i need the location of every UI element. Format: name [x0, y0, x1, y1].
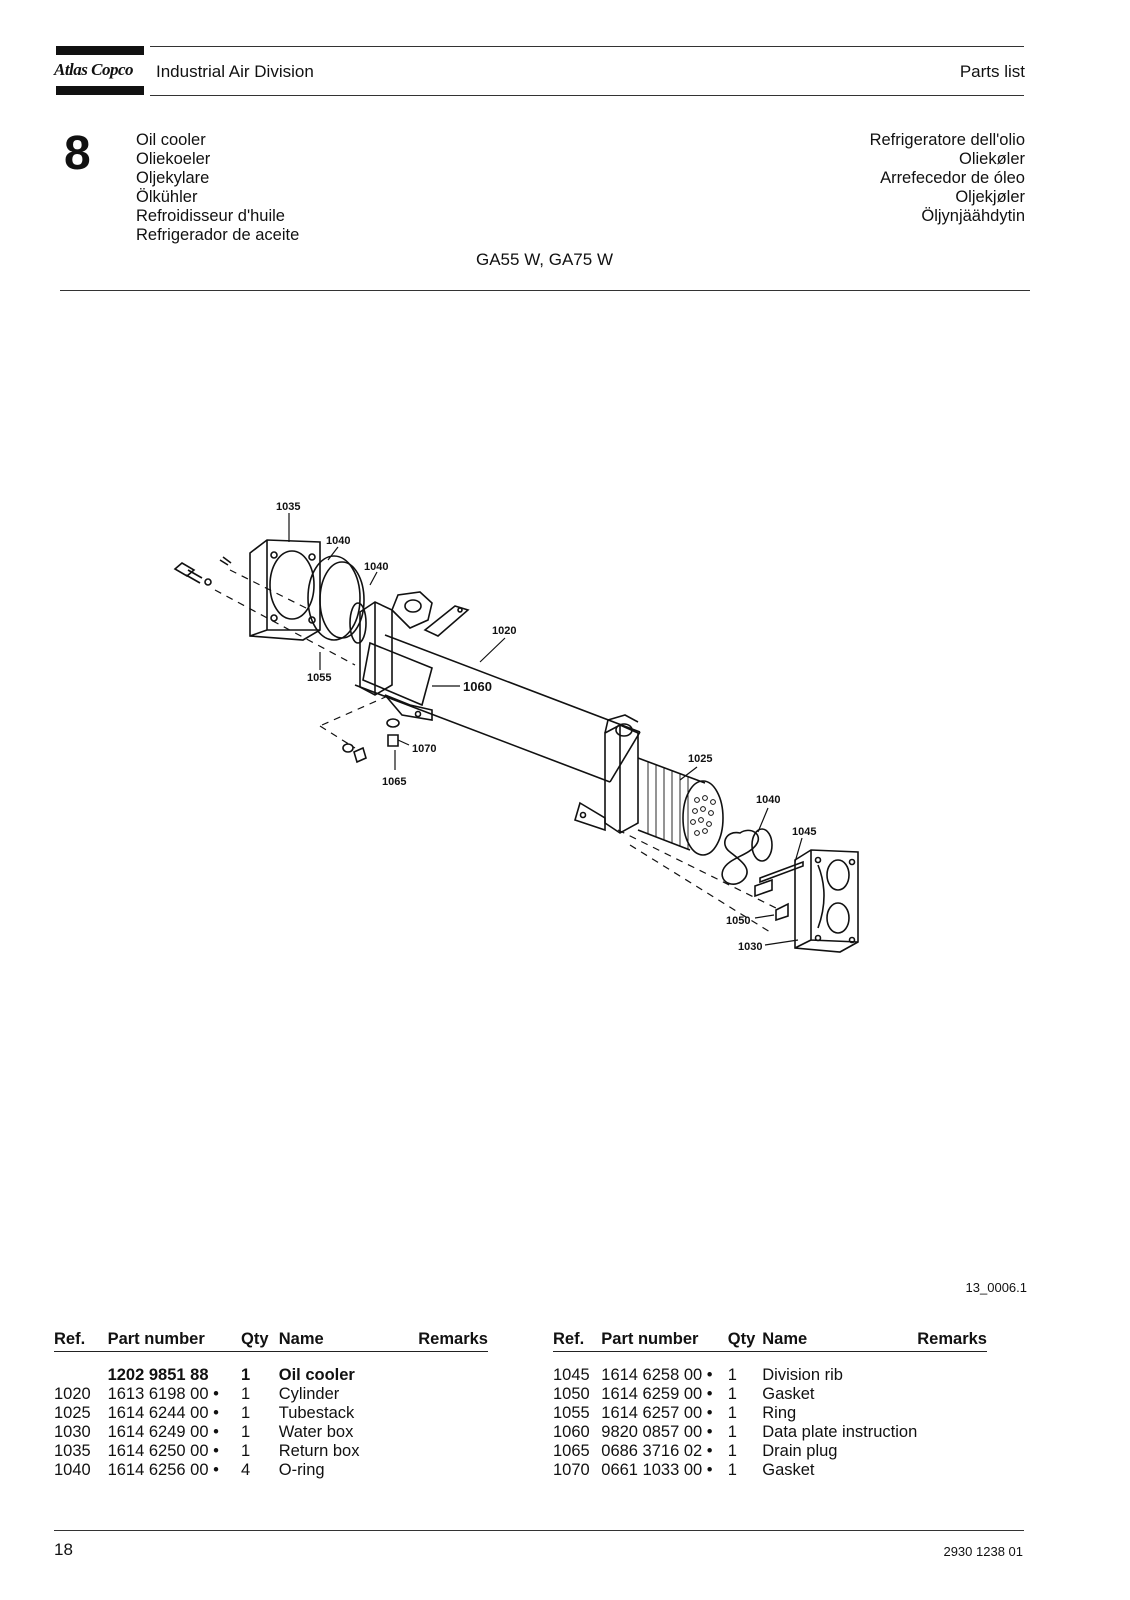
col-ref: Ref.: [54, 1330, 108, 1352]
callout-1040-b: 1040: [364, 561, 388, 573]
ring-part: [349, 602, 367, 644]
cylinder-mount-foot-bottom: [384, 694, 433, 721]
callout-1040-c: 1040: [756, 794, 780, 806]
cylinder-left-flange: [359, 601, 393, 696]
col-name: Name: [762, 1330, 918, 1352]
drain-plug-part: [342, 718, 400, 764]
o-ring-left-1: [307, 555, 361, 641]
title-sv: Oljekylare: [136, 169, 210, 187]
col-remarks: Remarks: [917, 1330, 987, 1352]
title-es: Refrigerador de aceite: [136, 226, 300, 244]
callout-1030: 1030: [738, 941, 762, 953]
col-ref: Ref.: [553, 1330, 602, 1352]
col-qty: Qty: [727, 1330, 763, 1352]
chapter-rule: [60, 290, 1030, 291]
callout-1060: 1060: [463, 679, 492, 694]
brand-logo: Atlas Copco: [54, 60, 134, 79]
cylinder-right-flange: [604, 714, 639, 834]
table-header-row: Ref. Part number Qty Name Remarks: [553, 1330, 987, 1352]
callout-1025: 1025: [688, 753, 712, 765]
chapter-titles-left: Oil cooler Oliekoeler Oljekylare Ölkühle…: [136, 131, 299, 245]
tubestack-part: [637, 757, 724, 856]
bolt-part: [173, 556, 232, 586]
callout-1035: 1035: [276, 501, 300, 513]
logo-bar-top: [56, 46, 144, 55]
title-nl: Oliekoeler: [136, 150, 211, 168]
col-part-number: Part number: [601, 1330, 728, 1352]
title-pt: Arrefecedor de óleo: [880, 169, 1025, 187]
logo-bar-bottom: [56, 86, 144, 95]
col-part-number: Part number: [107, 1330, 241, 1352]
chapter-titles-right: Refrigeratore dell'olio Oliekøler Arrefe…: [870, 131, 1025, 226]
callout-1050: 1050: [726, 915, 750, 927]
division-rib-part: [754, 860, 804, 898]
callout-1070: 1070: [412, 743, 436, 755]
cylinder-mount-foot-right: [574, 801, 606, 832]
o-ring-right: [721, 829, 760, 885]
callout-1020: 1020: [492, 625, 516, 637]
callout-1040-a: 1040: [326, 535, 350, 547]
data-plate: [362, 641, 433, 707]
title-fi: Öljynjäähdytin: [921, 207, 1025, 225]
footer-rule: [54, 1530, 1024, 1531]
exploded-view-drawing: 1035 1040 1040 1020 1055 1060 1070 1065 …: [173, 501, 859, 953]
table-header-row: Ref. Part number Qty Name Remarks: [54, 1330, 488, 1352]
title-no: Oljekjøler: [955, 188, 1025, 206]
title-de: Ölkühler: [136, 188, 198, 206]
doc-type: Parts list: [959, 62, 1025, 81]
cylinder-top-boss-left: [391, 591, 433, 629]
callout-1045: 1045: [792, 826, 816, 838]
header-rule-top: [150, 46, 1024, 47]
cylinder-mount-foot-top: [423, 605, 470, 637]
title-da: Oliekøler: [958, 150, 1025, 168]
col-remarks: Remarks: [418, 1330, 488, 1352]
title-it: Refrigeratore dell'olio: [869, 131, 1025, 149]
division-name: Industrial Air Division: [156, 62, 314, 81]
page-number: 18: [54, 1540, 73, 1559]
water-box-part: [775, 849, 859, 953]
callout-1065: 1065: [382, 776, 406, 788]
o-ring-left-2: [319, 561, 365, 639]
title-fr: Refroidisseur d'huile: [136, 207, 285, 225]
chapter-number: 8: [64, 127, 91, 180]
cylinder-part: [354, 634, 641, 783]
col-name: Name: [278, 1330, 419, 1352]
table-row-assembly: 1202 9851 88 1 Oil cooler: [107, 1366, 355, 1384]
figure-id: 13_0006.1: [965, 1280, 1027, 1295]
document-number: 2930 1238 01: [943, 1544, 1023, 1559]
col-qty: Qty: [241, 1330, 279, 1352]
callout-1055: 1055: [307, 672, 331, 684]
model-designation: GA55 W, GA75 W: [476, 250, 613, 269]
title-en: Oil cooler: [136, 131, 206, 149]
header-rule-bottom: [150, 95, 1024, 96]
o-ring-right-2: [751, 828, 773, 862]
parts-table-left: Ref. Part number Qty Name Remarks 1202 9…: [54, 1330, 488, 1480]
return-box-part: [249, 539, 321, 641]
